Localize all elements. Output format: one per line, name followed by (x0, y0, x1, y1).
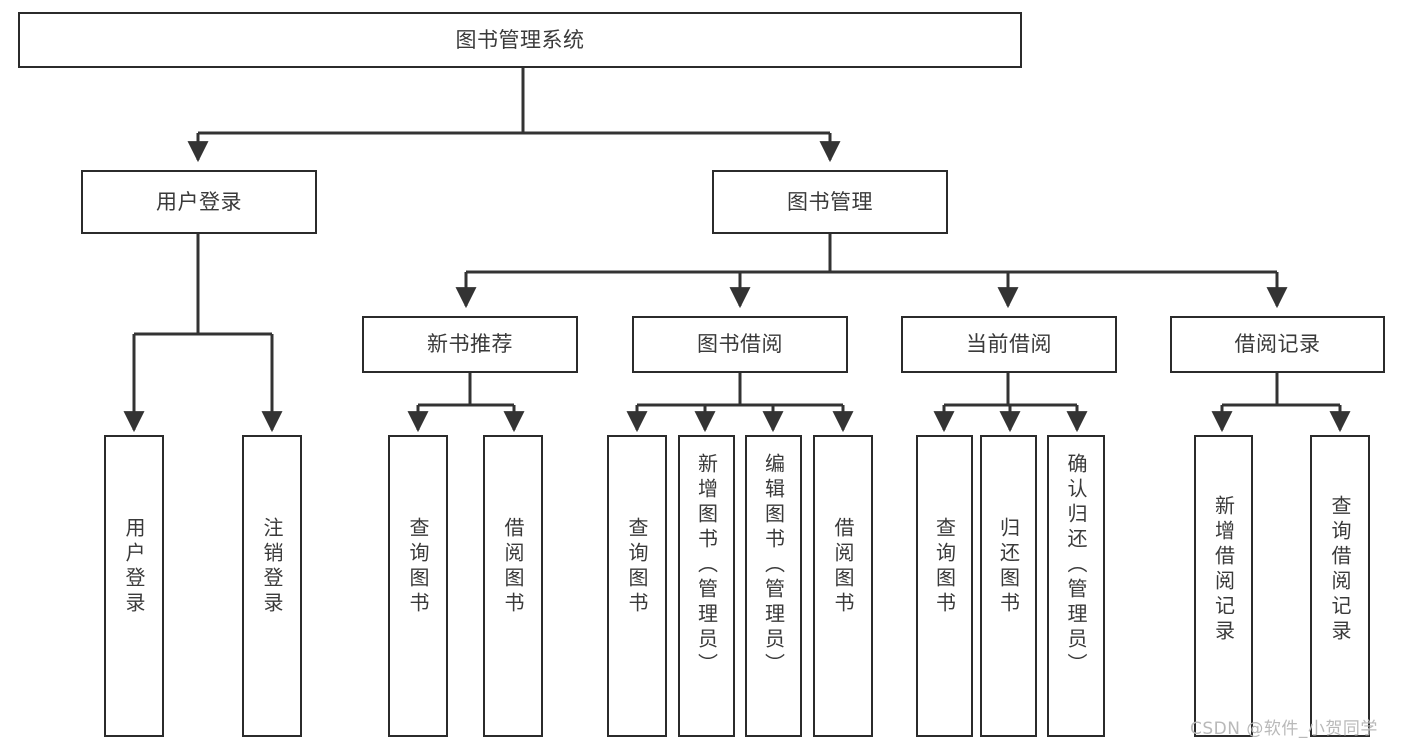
node-leaf-add-record[interactable]: 新增借阅记录 (1194, 435, 1253, 737)
node-leaf-borrow-book-1-label: 借阅图书 (501, 517, 525, 617)
node-borrow-record[interactable]: 借阅记录 (1170, 316, 1385, 373)
node-root-label: 图书管理系统 (455, 27, 585, 52)
node-leaf-edit-book-label: 编辑图书（管理员） (761, 453, 786, 678)
node-leaf-add-book[interactable]: 新增图书（管理员） (678, 435, 735, 737)
node-leaf-logout-login-label: 注销登录 (260, 517, 284, 617)
node-new-book-rec[interactable]: 新书推荐 (362, 316, 578, 373)
node-root[interactable]: 图书管理系统 (18, 12, 1022, 68)
node-leaf-borrow-book-1[interactable]: 借阅图书 (483, 435, 543, 737)
node-leaf-confirm-return-label: 确认归还（管理员） (1064, 453, 1088, 678)
node-book-manage-label: 图书管理 (787, 189, 873, 214)
node-book-manage[interactable]: 图书管理 (712, 170, 948, 234)
node-leaf-query-book-3[interactable]: 查询图书 (916, 435, 973, 737)
node-leaf-query-book-2[interactable]: 查询图书 (607, 435, 667, 737)
node-leaf-add-book-label: 新增图书（管理员） (694, 453, 719, 678)
node-leaf-return-book-label: 归还图书 (996, 517, 1021, 617)
node-current-borrow[interactable]: 当前借阅 (901, 316, 1117, 373)
node-leaf-return-book[interactable]: 归还图书 (980, 435, 1037, 737)
node-leaf-logout-login[interactable]: 注销登录 (242, 435, 302, 737)
node-book-borrow-label: 图书借阅 (697, 332, 783, 357)
node-borrow-record-label: 借阅记录 (1234, 332, 1321, 357)
node-leaf-edit-book[interactable]: 编辑图书（管理员） (745, 435, 802, 737)
node-new-book-rec-label: 新书推荐 (427, 332, 513, 357)
node-leaf-user-login[interactable]: 用户登录 (104, 435, 164, 737)
node-leaf-borrow-book-2[interactable]: 借阅图书 (813, 435, 873, 737)
node-leaf-user-login-label: 用户登录 (122, 517, 146, 617)
csdn-watermark: CSDN @软件_小贺同学 (1190, 719, 1378, 739)
node-leaf-query-record-label: 查询借阅记录 (1328, 495, 1352, 645)
node-leaf-query-book-1[interactable]: 查询图书 (388, 435, 448, 737)
node-leaf-add-record-label: 新增借阅记录 (1211, 495, 1236, 645)
node-current-borrow-label: 当前借阅 (966, 332, 1052, 357)
node-leaf-query-book-1-label: 查询图书 (406, 517, 430, 617)
node-user-login-label: 用户登录 (156, 189, 242, 214)
node-leaf-query-book-3-label: 查询图书 (932, 517, 957, 617)
node-leaf-confirm-return[interactable]: 确认归还（管理员） (1047, 435, 1105, 737)
node-leaf-query-book-2-label: 查询图书 (625, 517, 649, 617)
node-book-borrow[interactable]: 图书借阅 (632, 316, 848, 373)
node-leaf-query-record[interactable]: 查询借阅记录 (1310, 435, 1370, 737)
node-leaf-borrow-book-2-label: 借阅图书 (831, 517, 855, 617)
node-user-login[interactable]: 用户登录 (81, 170, 317, 234)
